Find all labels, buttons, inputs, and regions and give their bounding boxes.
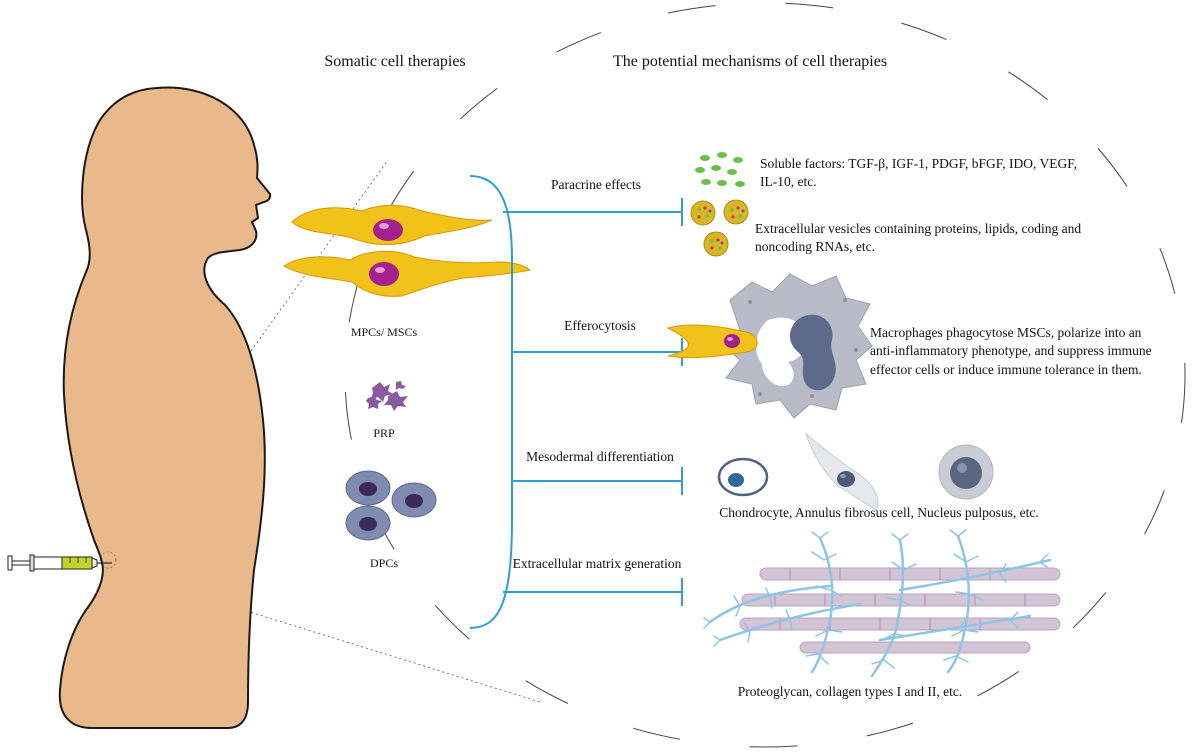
mechanism-connectors <box>503 198 683 606</box>
msc-engulfed-icon <box>666 324 758 359</box>
macrophage-icon <box>721 273 873 419</box>
msc-cells-icon <box>283 204 532 297</box>
soluble-factors-line-2: IL-10, etc. <box>760 174 817 189</box>
mechanism-paracrine: Paracrine effects <box>551 177 641 192</box>
mechanism-efferocytosis: Efferocytosis <box>564 318 636 333</box>
differentiation-text: Chondrocyte, Annulus fibrosus cell, Nucl… <box>719 505 1038 520</box>
extracellular-vesicles-icon <box>690 199 749 257</box>
vesicles-line-1: Extracellular vesicles containing protei… <box>755 221 1081 236</box>
extracellular-vesicles-text: Extracellular vesicles containing protei… <box>755 221 1085 254</box>
macrophage-text: Macrophages phagocytose MSCs, polarize i… <box>870 325 1155 377</box>
soluble-factors-text: Soluble factors: TGF-β, IGF-1, PDGF, bFG… <box>760 156 1080 189</box>
prp-label: PRP <box>373 426 395 440</box>
mechanism-bracket <box>469 175 513 629</box>
msc-label: MPCs/ MSCs <box>351 325 418 339</box>
zoom-ellipse <box>344 2 1186 748</box>
ecm-text: Proteoglycan, collagen types I and II, e… <box>738 684 963 699</box>
macrophage-line-1: Macrophages phagocytose MSCs, polarize i… <box>870 325 1142 340</box>
human-silhouette <box>58 86 272 729</box>
syringe <box>7 551 117 572</box>
macrophage-line-2: anti-inflammatory phenotype, and suppres… <box>870 343 1152 358</box>
dpc-cells-icon <box>345 470 437 541</box>
mechanism-mesodermal: Mesodermal differentiation <box>526 449 674 464</box>
nucleus-pulposus-cell-icon <box>938 444 994 500</box>
extracellular-matrix-icon <box>703 529 1061 678</box>
header-somatic-cell-therapies: Somatic cell therapies <box>324 53 465 70</box>
annulus-fibrosus-cell-icon <box>804 432 879 511</box>
mechanism-ecm: Extracellular matrix generation <box>513 556 682 571</box>
chondrocyte-icon <box>717 457 769 497</box>
dpc-label: DPCs <box>370 556 398 570</box>
soluble-factors-icon <box>695 152 745 187</box>
prp-platelets-icon <box>366 381 408 411</box>
soluble-factors-line-1: Soluble factors: TGF-β, IGF-1, PDGF, bFG… <box>760 156 1077 171</box>
header-potential-mechanisms: The potential mechanisms of cell therapi… <box>613 53 887 70</box>
macrophage-line-3: effector cells or induce immune toleranc… <box>870 362 1142 377</box>
vesicles-line-2: noncoding RNAs, etc. <box>755 239 875 254</box>
